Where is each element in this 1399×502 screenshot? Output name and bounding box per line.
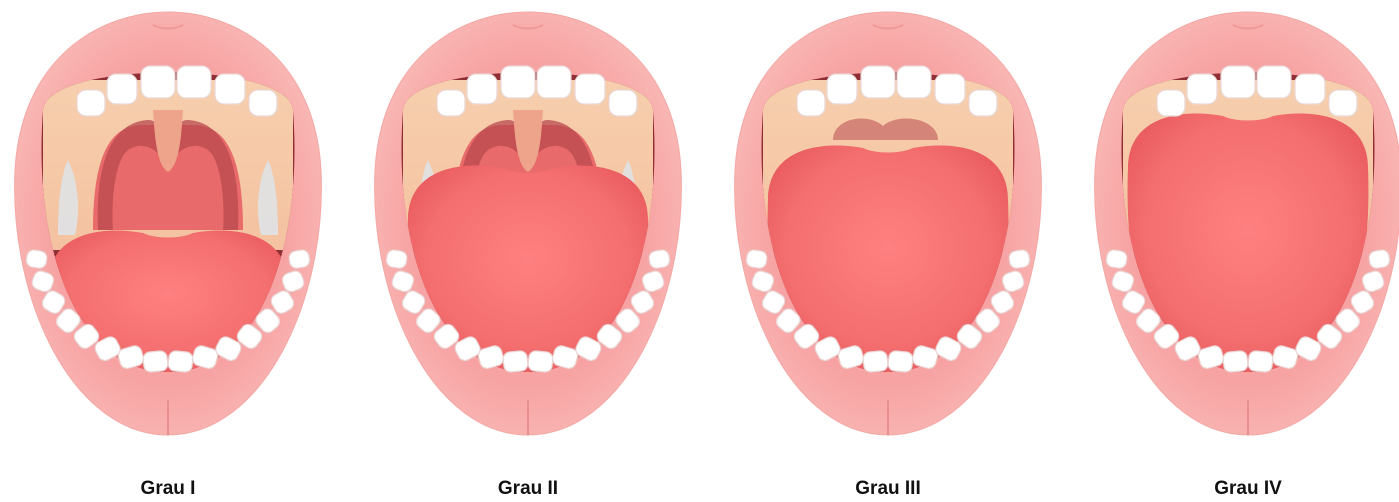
upper-tooth: [1295, 74, 1325, 104]
upper-tooth: [827, 74, 857, 104]
mouth-illustration-grau-2: [363, 0, 693, 450]
upper-tooth: [537, 66, 571, 98]
lower-tooth: [528, 350, 554, 372]
lower-tooth: [1248, 350, 1274, 372]
upper-tooth: [249, 90, 277, 116]
lower-tooth: [863, 350, 889, 372]
lower-tooth: [1223, 350, 1249, 372]
lower-tooth: [143, 350, 169, 372]
upper-tooth: [797, 90, 825, 116]
lower-tooth: [503, 350, 529, 372]
upper-tooth: [467, 74, 497, 104]
lower-tooth: [25, 249, 47, 269]
lower-tooth: [168, 350, 194, 372]
upper-tooth: [897, 66, 931, 98]
upper-tooth: [107, 74, 137, 104]
lower-tooth: [1105, 249, 1127, 269]
lower-tooth: [888, 350, 914, 372]
mouth-illustration-grau-1: [3, 0, 333, 450]
upper-tooth: [861, 66, 895, 98]
upper-tooth: [141, 66, 175, 98]
lower-tooth: [648, 249, 670, 269]
panel-grau-2: Grau II: [363, 0, 693, 502]
grade-label-1: Grau I: [3, 478, 333, 500]
mouth-illustration-grau-4: [1083, 0, 1399, 450]
upper-tooth: [1329, 90, 1357, 116]
upper-tooth: [437, 90, 465, 116]
mouth-illustration-grau-3: [723, 0, 1053, 450]
upper-tooth: [575, 74, 605, 104]
upper-tooth: [177, 66, 211, 98]
upper-tooth: [1257, 66, 1291, 98]
upper-tooth: [1157, 90, 1185, 116]
upper-tooth: [969, 90, 997, 116]
upper-tooth: [501, 66, 535, 98]
upper-tooth: [1221, 66, 1255, 98]
lower-tooth: [1368, 249, 1390, 269]
upper-tooth: [77, 90, 105, 116]
lower-tooth: [1008, 249, 1030, 269]
upper-tooth: [215, 74, 245, 104]
lower-tooth: [288, 249, 310, 269]
panel-grau-3: Grau III: [723, 0, 1053, 502]
panel-grau-4: Grau IV: [1083, 0, 1399, 502]
lower-tooth: [385, 249, 407, 269]
upper-tooth: [609, 90, 637, 116]
grade-label-3: Grau III: [723, 478, 1053, 500]
upper-tooth: [1187, 74, 1217, 104]
upper-tooth: [935, 74, 965, 104]
panel-grau-1: Grau I: [3, 0, 333, 502]
grade-label-4: Grau IV: [1083, 478, 1399, 500]
lower-tooth: [745, 249, 767, 269]
grade-label-2: Grau II: [363, 478, 693, 500]
